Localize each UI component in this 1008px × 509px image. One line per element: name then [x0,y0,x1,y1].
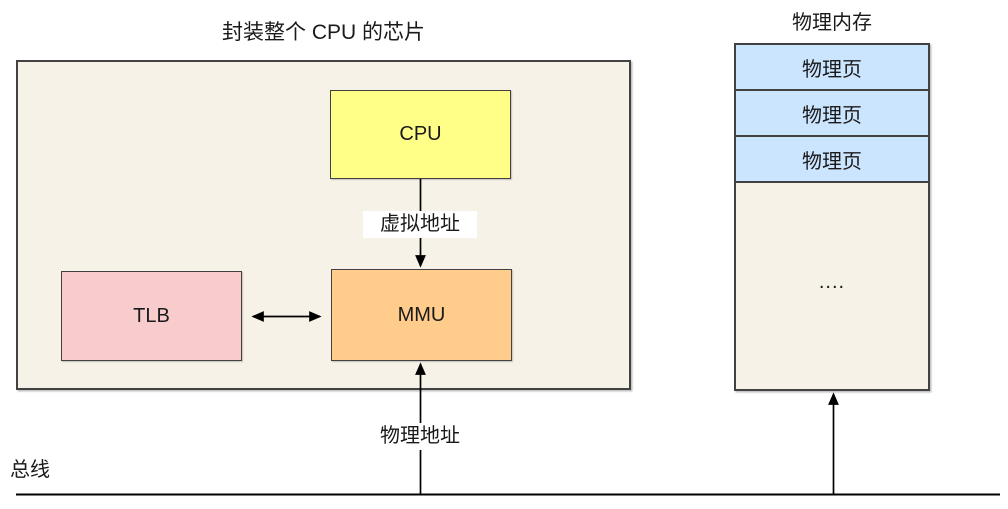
physical-memory-box: 物理页 物理页 物理页 .... [734,43,930,391]
memory-ellipsis: .... [818,271,846,293]
tlb-box-label: TLB [133,304,170,327]
chip-title: 封装整个 CPU 的芯片 [221,21,425,44]
memory-title: 物理内存 [792,12,872,34]
bus-label: 总线 [10,459,50,481]
physical-page-label: 物理页 [802,104,862,127]
memory-unlabeled-region: .... [736,183,928,389]
mmu-box-label: MMU [397,303,446,326]
virtual-address-label: 虚拟地址 [363,211,477,238]
cpu-box: CPU [330,90,511,179]
physical-page-label: 物理页 [802,58,862,81]
physical-page-row: 物理页 [736,91,928,137]
physical-page-row: 物理页 [736,137,928,183]
physical-page-row: 物理页 [736,45,928,91]
mmu-box: MMU [331,269,512,361]
tlb-box: TLB [61,271,242,361]
cpu-box-label: CPU [399,123,442,145]
physical-page-label: 物理页 [802,150,862,173]
physical-address-label: 物理地址 [363,423,477,450]
